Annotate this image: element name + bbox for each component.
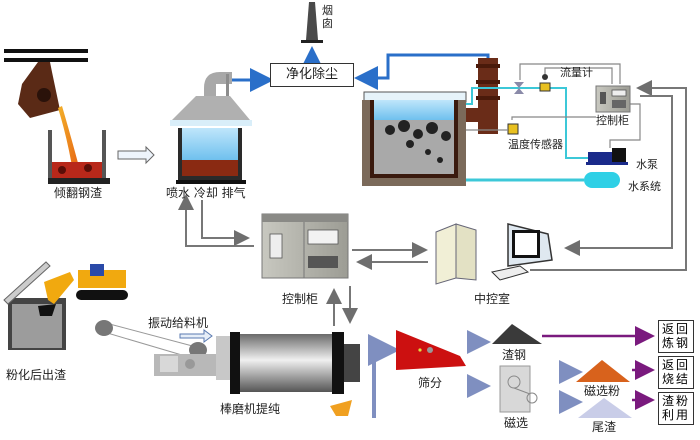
label-tilting-slag: 倾翻钢渣 bbox=[54, 186, 103, 200]
control-cabinet-mid-icon bbox=[261, 213, 349, 279]
label-central-control-room: 中控室 bbox=[474, 292, 511, 306]
label-magnetic-separation: 磁选 bbox=[504, 416, 529, 430]
label-chimney: 烟囱 bbox=[322, 4, 333, 30]
output-slag-powder-use-line2: 利用 bbox=[661, 408, 690, 422]
tank-column bbox=[466, 58, 500, 134]
label-spray-cool-exhaust: 喷水 冷却 排气 bbox=[166, 186, 246, 200]
monitor-icon bbox=[490, 223, 553, 281]
gas-line-tank-to-purify bbox=[354, 53, 490, 90]
cooling-tank-illustration bbox=[362, 91, 467, 186]
output-slag-powder-use-line1: 渣粉 bbox=[661, 394, 690, 408]
label-rod-mill: 棒磨机提纯 bbox=[220, 402, 281, 416]
signal-line-cabinet-to-hood bbox=[178, 194, 254, 247]
hollow-arrow-right bbox=[117, 145, 155, 165]
label-magnetic-powder: 磁选粉 bbox=[584, 384, 621, 398]
output-slag-powder-use: 渣粉 利用 bbox=[658, 392, 694, 425]
signal-line-central-to-cabinet-top bbox=[530, 80, 687, 271]
temperature-sensor-icon bbox=[507, 123, 519, 135]
label-water-system: 水系统 bbox=[628, 180, 661, 193]
rod-mill-illustration bbox=[154, 332, 360, 416]
output-return-sintering-line1: 返回 bbox=[661, 358, 690, 372]
label-vibrating-feeder: 振动给料机 bbox=[148, 316, 209, 330]
label-slag-steel: 渣钢 bbox=[502, 348, 527, 362]
purify-dust-box: 净化除尘 bbox=[270, 63, 354, 87]
magnetic-separator-illustration bbox=[499, 365, 538, 413]
slag-pit-1 bbox=[48, 130, 110, 184]
slag-steel-pile-icon bbox=[492, 324, 542, 344]
control-cabinet-top-icon bbox=[595, 85, 631, 113]
signal-line-hood-to-cabinet bbox=[201, 200, 250, 246]
chimney-icon bbox=[301, 2, 323, 43]
vibrating-screen-illustration bbox=[396, 330, 466, 370]
signal-line-pump-cabinet bbox=[609, 103, 641, 148]
output-return-steelmaking-line1: 返回 bbox=[661, 322, 690, 336]
signal-line-valve-cabinet bbox=[519, 63, 621, 84]
water-pump-icon bbox=[586, 148, 628, 165]
spray-hood-illustration bbox=[170, 72, 252, 184]
valve-icon bbox=[514, 82, 524, 94]
computer-tower-icon bbox=[435, 223, 477, 285]
signal-line-flowmeter-cabinet bbox=[544, 67, 613, 84]
label-tailings: 尾渣 bbox=[592, 420, 617, 434]
label-control-cabinet-mid: 控制柜 bbox=[282, 292, 319, 306]
excavator-illustration bbox=[3, 261, 128, 350]
signal-line-tempsensor-cabinet bbox=[511, 116, 596, 120]
label-flow-meter: 流量计 bbox=[560, 66, 593, 79]
tailings-pile-icon bbox=[578, 398, 632, 418]
flow-line-mill-to-screen bbox=[368, 334, 400, 418]
label-water-pump: 水泵 bbox=[636, 158, 658, 171]
output-return-sintering: 返回 烧结 bbox=[658, 356, 694, 389]
signal-line-cabinet-top-to-central bbox=[564, 95, 673, 256]
feeder-arrow bbox=[179, 329, 213, 343]
output-return-sintering-line2: 烧结 bbox=[661, 372, 690, 386]
ladle-illustration bbox=[4, 49, 88, 178]
output-return-steelmaking-line2: 炼钢 bbox=[661, 336, 690, 350]
label-control-cabinet-top: 控制柜 bbox=[596, 114, 629, 127]
magnetic-powder-pile-icon bbox=[576, 360, 630, 382]
label-temp-sensor: 温度传感器 bbox=[508, 138, 563, 151]
flow-meter-icon bbox=[539, 74, 551, 92]
label-pulverized-slag-out: 粉化后出渣 bbox=[6, 368, 67, 382]
water-system-tank-icon bbox=[584, 172, 620, 188]
label-screening: 筛分 bbox=[418, 376, 443, 390]
output-return-steelmaking: 返回 炼钢 bbox=[658, 320, 694, 353]
